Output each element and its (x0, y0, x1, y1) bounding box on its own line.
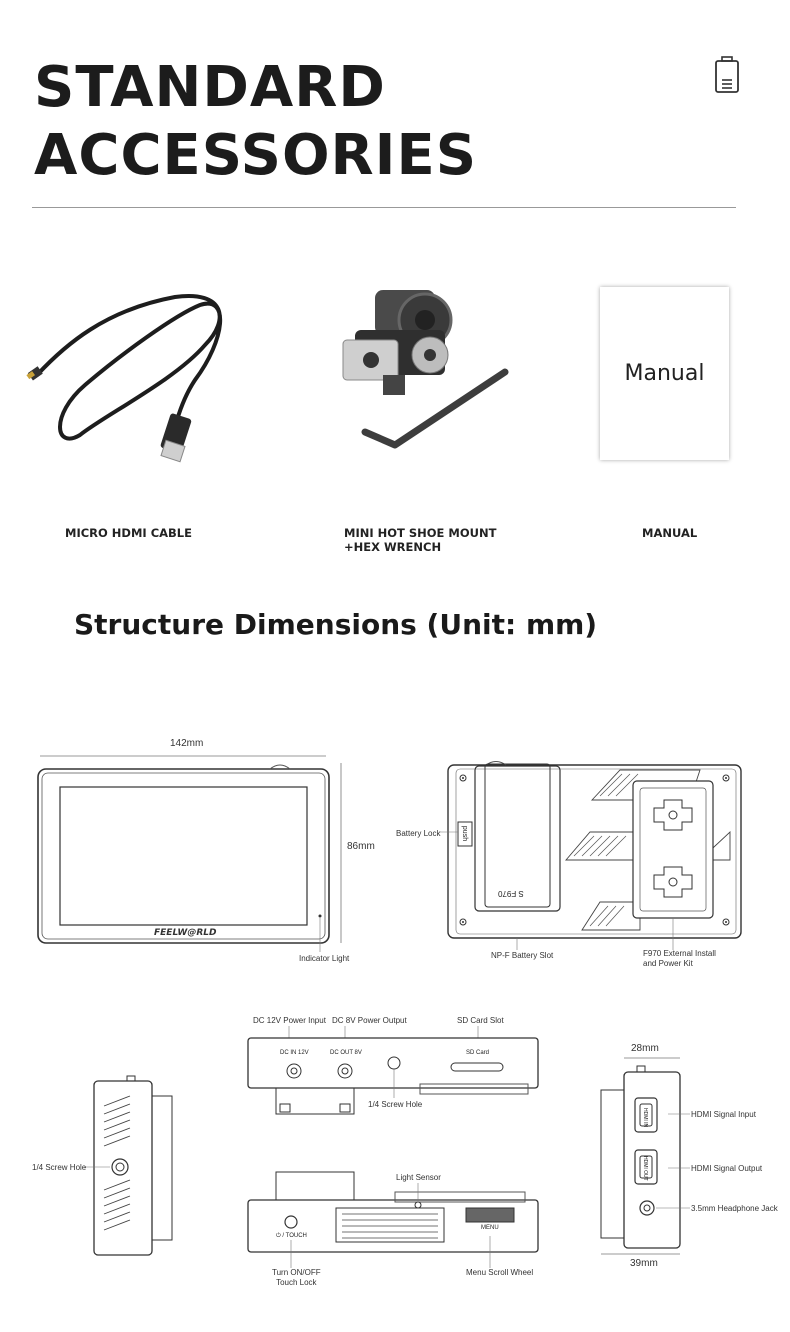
right-top-dim: 28mm (631, 1043, 659, 1054)
page-title: STANDARD ACCESSORIES (34, 54, 477, 190)
hdmi-in-label: HDMI Signal Input (691, 1110, 756, 1119)
structure-title: Structure Dimensions (Unit: mm) (74, 608, 598, 641)
title-line-2: ACCESSORIES (34, 123, 478, 188)
sd-slot-label: SD Card Slot (457, 1016, 504, 1025)
dc-in-port-label: DC IN 12V (280, 1050, 309, 1056)
light-sensor-label: Light Sensor (396, 1173, 441, 1182)
hot-shoe-mount-image (342, 290, 509, 449)
accessory-label-manual: MANUAL (642, 526, 698, 540)
menu-wheel-label: Menu Scroll Wheel (466, 1268, 534, 1277)
accessory-label-mount-line1: MINI HOT SHOE MOUNT (344, 526, 497, 540)
turn-on-off-line1: Turn ON/OFF (272, 1268, 321, 1277)
manual-card: Manual (600, 287, 729, 460)
power-kit-line2: and Power Kit (643, 959, 693, 968)
dc12-label: DC 12V Power Input (253, 1016, 326, 1025)
menu-port-label: MENU (481, 1225, 499, 1231)
accessory-label-mount: MINI HOT SHOE MOUNT +HEX WRENCH (344, 526, 496, 554)
micro-hdmi-cable-image (26, 293, 222, 463)
touch-port-label: ⏻ / TOUCH (276, 1233, 307, 1239)
power-kit-line1: F970 External Install (643, 949, 716, 958)
sd-port-label: SD Card (466, 1050, 490, 1056)
right-bottom-dim: 39mm (630, 1258, 658, 1269)
indicator-light-label: Indicator Light (299, 954, 350, 963)
power-kit-label: F970 External Install and Power Kit (643, 949, 716, 969)
left-screw-label: 1/4 Screw Hole (32, 1163, 87, 1172)
headphone-jack-label: 3.5mm Headphone Jack (691, 1204, 778, 1213)
accessory-label-cable: MICRO HDMI CABLE (65, 526, 192, 540)
title-line-1: STANDARD (34, 55, 386, 120)
dc-out-port-label: DC OUT 8V (330, 1050, 362, 1056)
turn-on-off-label: Turn ON/OFF Touch Lock (272, 1268, 321, 1288)
top-screw-label: 1/4 Screw Hole (368, 1100, 423, 1109)
battery-icon (715, 56, 739, 93)
hdmi-out-label: HDMI Signal Output (691, 1164, 763, 1173)
header-divider (32, 207, 736, 208)
hdmi-in-port-label: HDMI IN (642, 1108, 648, 1128)
front-brand: FEELW@RLD (154, 928, 217, 938)
battery-lock-label: Battery Lock (396, 829, 441, 838)
manual-card-text: Manual (624, 361, 705, 386)
dc8-label: DC 8V Power Output (332, 1016, 407, 1025)
turn-on-off-line2: Touch Lock (276, 1278, 317, 1287)
front-width-dim: 142mm (170, 738, 204, 749)
accessory-label-mount-line2: +HEX WRENCH (344, 540, 442, 554)
hdmi-out-port-label: HDMI OUT (642, 1156, 648, 1181)
battery-slot-label: NP-F Battery Slot (491, 951, 554, 960)
front-height-dim: 86mm (347, 841, 375, 852)
